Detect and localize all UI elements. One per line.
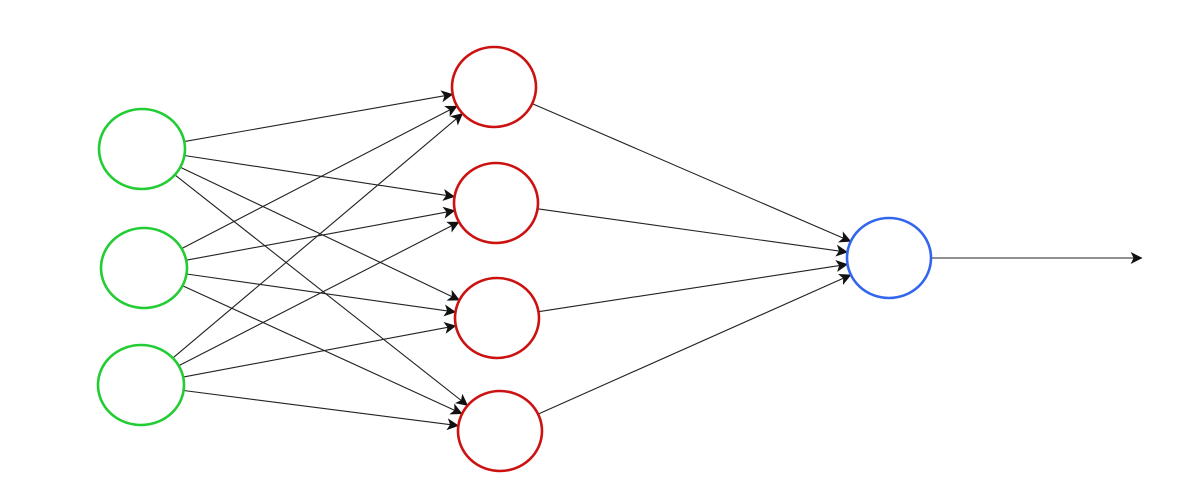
connection-hidden-3-to-output-1 [538, 260, 849, 313]
connection-input-2-to-hidden-4 [182, 285, 463, 415]
connection-hidden-4-to-output-1 [537, 274, 852, 415]
connection-input-3-to-hidden-1 [172, 113, 464, 359]
hidden-node-2 [452, 161, 540, 245]
hidden-node-1 [450, 45, 538, 129]
connections [172, 90, 1143, 431]
connection-hidden-2-to-output-1 [537, 208, 848, 257]
connection-input-2-to-hidden-2 [186, 206, 456, 261]
connection-input-1-to-hidden-2 [184, 154, 456, 201]
connection-input-3-to-hidden-4 [183, 389, 459, 431]
hidden-node-4 [456, 389, 544, 473]
connection-hidden-1-to-output-1 [531, 103, 852, 243]
input-node-3 [96, 343, 186, 427]
input-node-2 [99, 226, 189, 310]
hidden-node-3 [453, 276, 541, 360]
connection-input-1-to-hidden-4 [174, 174, 469, 406]
output-node-1 [845, 216, 933, 300]
input-node-1 [97, 107, 187, 191]
connection-input-3-to-hidden-2 [178, 221, 460, 367]
connection-input-3-to-hidden-3 [182, 322, 457, 378]
connection-input-1-to-hidden-1 [184, 90, 454, 143]
neurons [96, 45, 933, 473]
connection-input-2-to-hidden-1 [181, 105, 458, 250]
